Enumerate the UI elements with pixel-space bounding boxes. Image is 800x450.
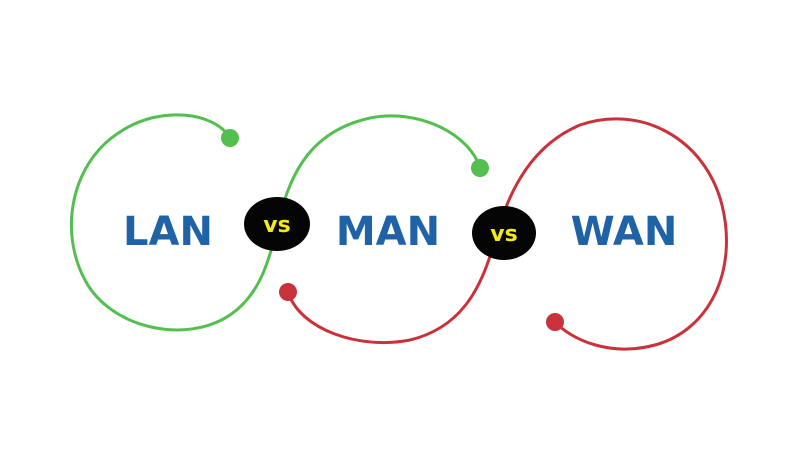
man-curve-endpoint-dot-red (279, 283, 297, 301)
vs-badge-1-oval (244, 197, 310, 251)
vs-badge-2: vs (472, 206, 536, 260)
man-lower-red-curve (286, 117, 728, 351)
wan-curve-endpoint-dot (546, 313, 564, 331)
lan-curve-endpoint-dot (221, 129, 239, 147)
man-curve-endpoint-dot-green (471, 159, 489, 177)
vs-badge-1-label: vs (263, 213, 290, 238)
lan-loop-green-curve (69, 113, 280, 332)
lan-label: LAN (123, 209, 213, 255)
vs-badge-2-label: vs (490, 222, 517, 247)
man-label: MAN (336, 209, 440, 255)
vs-badge-2-oval (472, 206, 536, 260)
vs-badge-1: vs (244, 197, 310, 251)
man-upper-green-curve (276, 114, 482, 227)
wan-label: WAN (571, 209, 678, 255)
